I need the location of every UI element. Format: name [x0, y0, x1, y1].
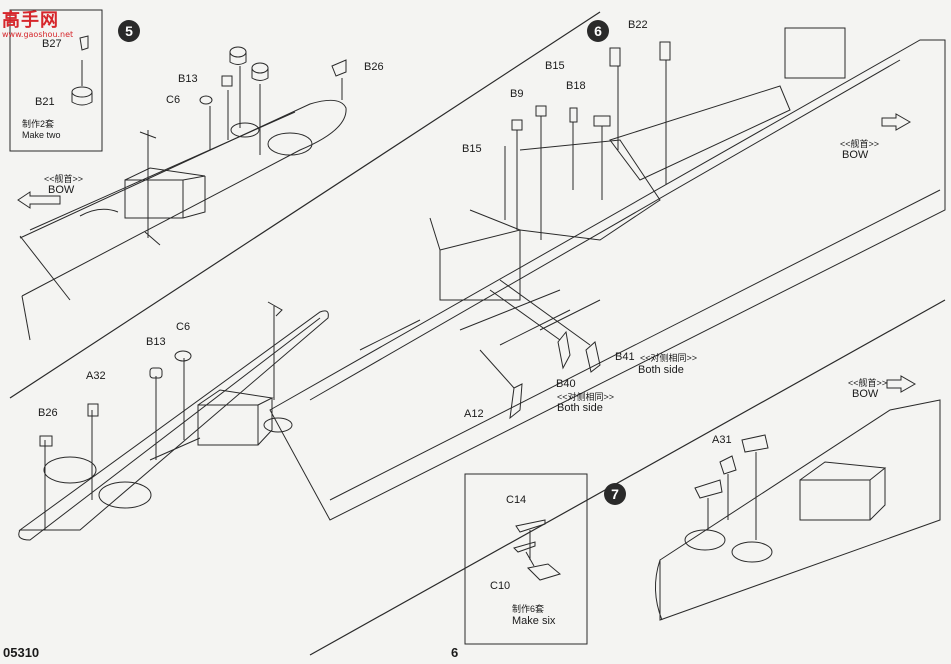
hull-6 — [269, 39, 946, 521]
note-make-two-en: Make two — [22, 130, 61, 140]
label-b15-top: B15 — [545, 60, 565, 72]
label-a12: A12 — [464, 408, 484, 420]
hull-7 — [659, 399, 941, 621]
label-b13-upper: B13 — [178, 73, 198, 85]
label-b41: B41 — [615, 351, 635, 363]
label-c6-lower: C6 — [176, 321, 191, 333]
inset-bottom-frame — [464, 473, 588, 645]
logo-url: www.gaoshou.net — [2, 30, 74, 39]
note-b40-en: Both side — [557, 402, 603, 414]
label-b26-upper: B26 — [364, 61, 384, 73]
step-number-5: 5 — [118, 20, 140, 42]
label-b21: B21 — [35, 96, 55, 108]
bow-arrow-right-7 — [886, 375, 917, 393]
hull-5-lower — [18, 310, 329, 531]
note-b41-en: Both side — [638, 364, 684, 376]
bow-label-en-left: BOW — [48, 184, 75, 196]
label-c14: C14 — [506, 494, 527, 506]
note-make-six-cn: 制作6套 — [512, 604, 545, 614]
bow-label-cn-left: <<舰首>> — [44, 174, 84, 184]
label-a31: A31 — [712, 434, 732, 446]
bow-label-en-7: BOW — [852, 388, 879, 400]
step-number-6: 6 — [587, 20, 609, 42]
label-b9: B9 — [510, 88, 524, 100]
label-b13-lower: B13 — [146, 336, 166, 348]
label-b22: B22 — [628, 19, 648, 31]
label-b26-lower: B26 — [38, 407, 58, 419]
note-b41-cn: <<对侧相同>> — [640, 353, 698, 363]
logo-brand: 高手网 — [2, 10, 59, 31]
watermark-logo: 高手网 www.gaoshou.net — [2, 6, 73, 39]
bow-label-en-6: BOW — [842, 149, 869, 161]
label-c6-upper: C6 — [166, 94, 181, 106]
bow-label-cn-7: <<舰首>> — [848, 378, 888, 388]
divider-lower — [309, 299, 946, 656]
bow-label-cn-6: <<舰首>> — [840, 139, 880, 149]
step-number-7: 7 — [604, 483, 626, 505]
label-b40: B40 — [556, 378, 576, 390]
page-number: 6 — [451, 645, 459, 660]
label-b18: B18 — [566, 80, 586, 92]
label-b27: B27 — [42, 38, 62, 50]
inset-top-frame — [9, 9, 103, 152]
note-b40-cn: <<对侧相同>> — [557, 392, 615, 402]
bow-arrow-right-6 — [881, 113, 912, 131]
product-code: 05310 — [3, 645, 40, 660]
bow-arrow-left — [17, 191, 61, 209]
note-make-two-cn: 制作2套 — [22, 119, 55, 129]
label-a32: A32 — [86, 370, 106, 382]
label-b15-left: B15 — [462, 143, 482, 155]
divider-upper — [9, 11, 601, 399]
note-make-six-en: Make six — [512, 615, 556, 627]
label-c10: C10 — [490, 580, 511, 592]
hull-5-upper — [19, 99, 347, 297]
